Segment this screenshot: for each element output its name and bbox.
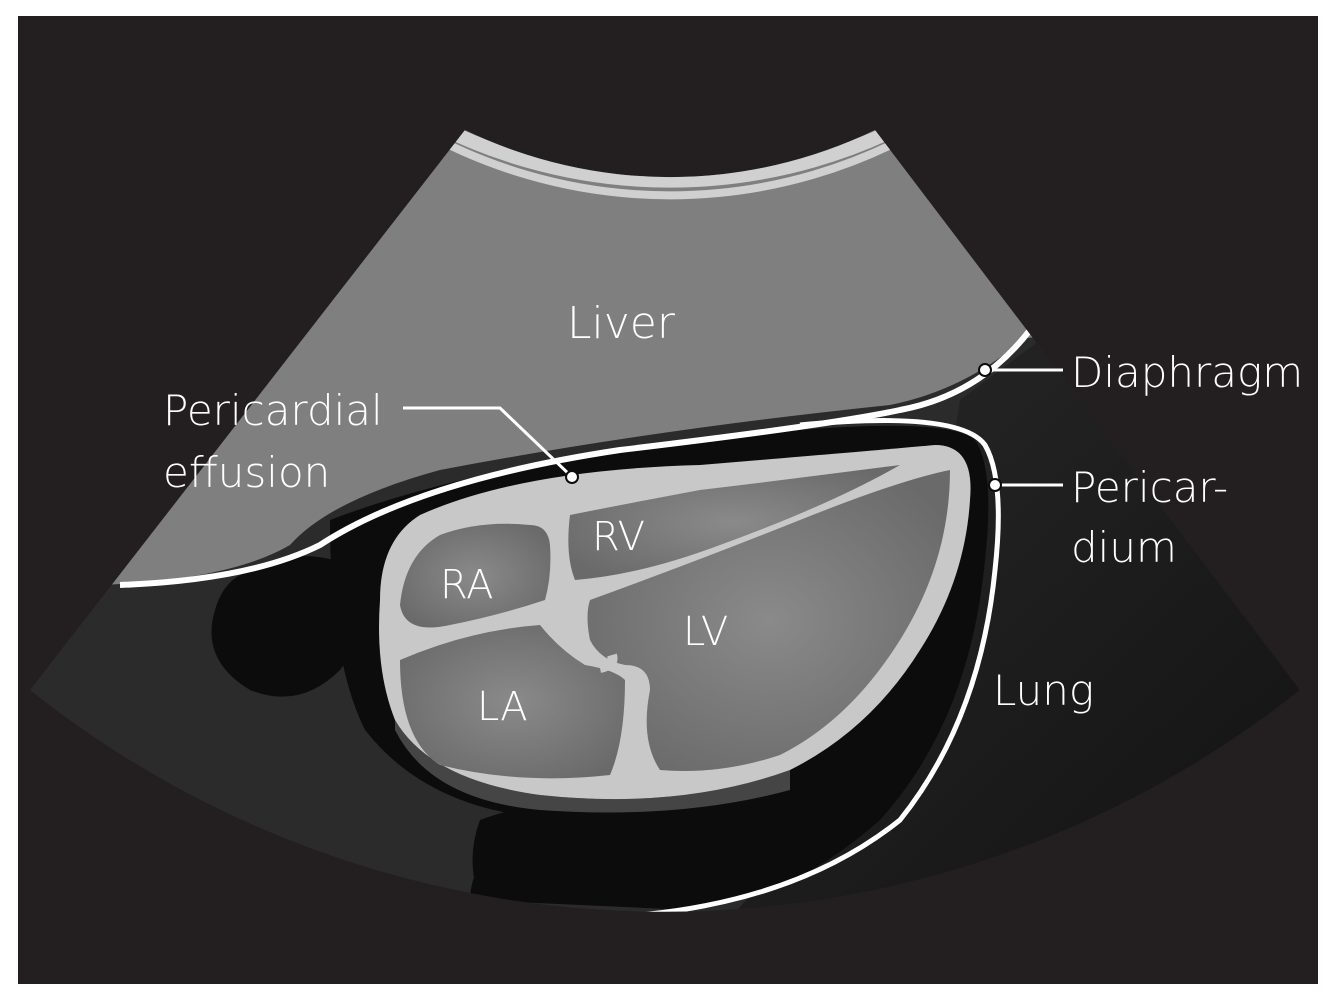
label-pericardium-1: Pericar- [1071, 463, 1228, 512]
label-pericardial-effusion-1: Pericardial [163, 386, 383, 435]
label-pericardial-effusion-2: effusion [163, 448, 330, 497]
label-ra: RA [440, 562, 494, 608]
diaphragm-marker [979, 364, 991, 376]
label-diaphragm: Diaphragm [1071, 348, 1303, 397]
label-pericardium-2: dium [1071, 523, 1177, 572]
label-liver: Liver [567, 298, 676, 349]
label-lung: Lung [993, 666, 1094, 715]
pericardial-effusion-marker [566, 471, 578, 483]
label-lv: LV [683, 609, 728, 655]
pericardium-marker [989, 479, 1001, 491]
label-rv: RV [592, 514, 645, 560]
label-la: LA [477, 684, 528, 730]
